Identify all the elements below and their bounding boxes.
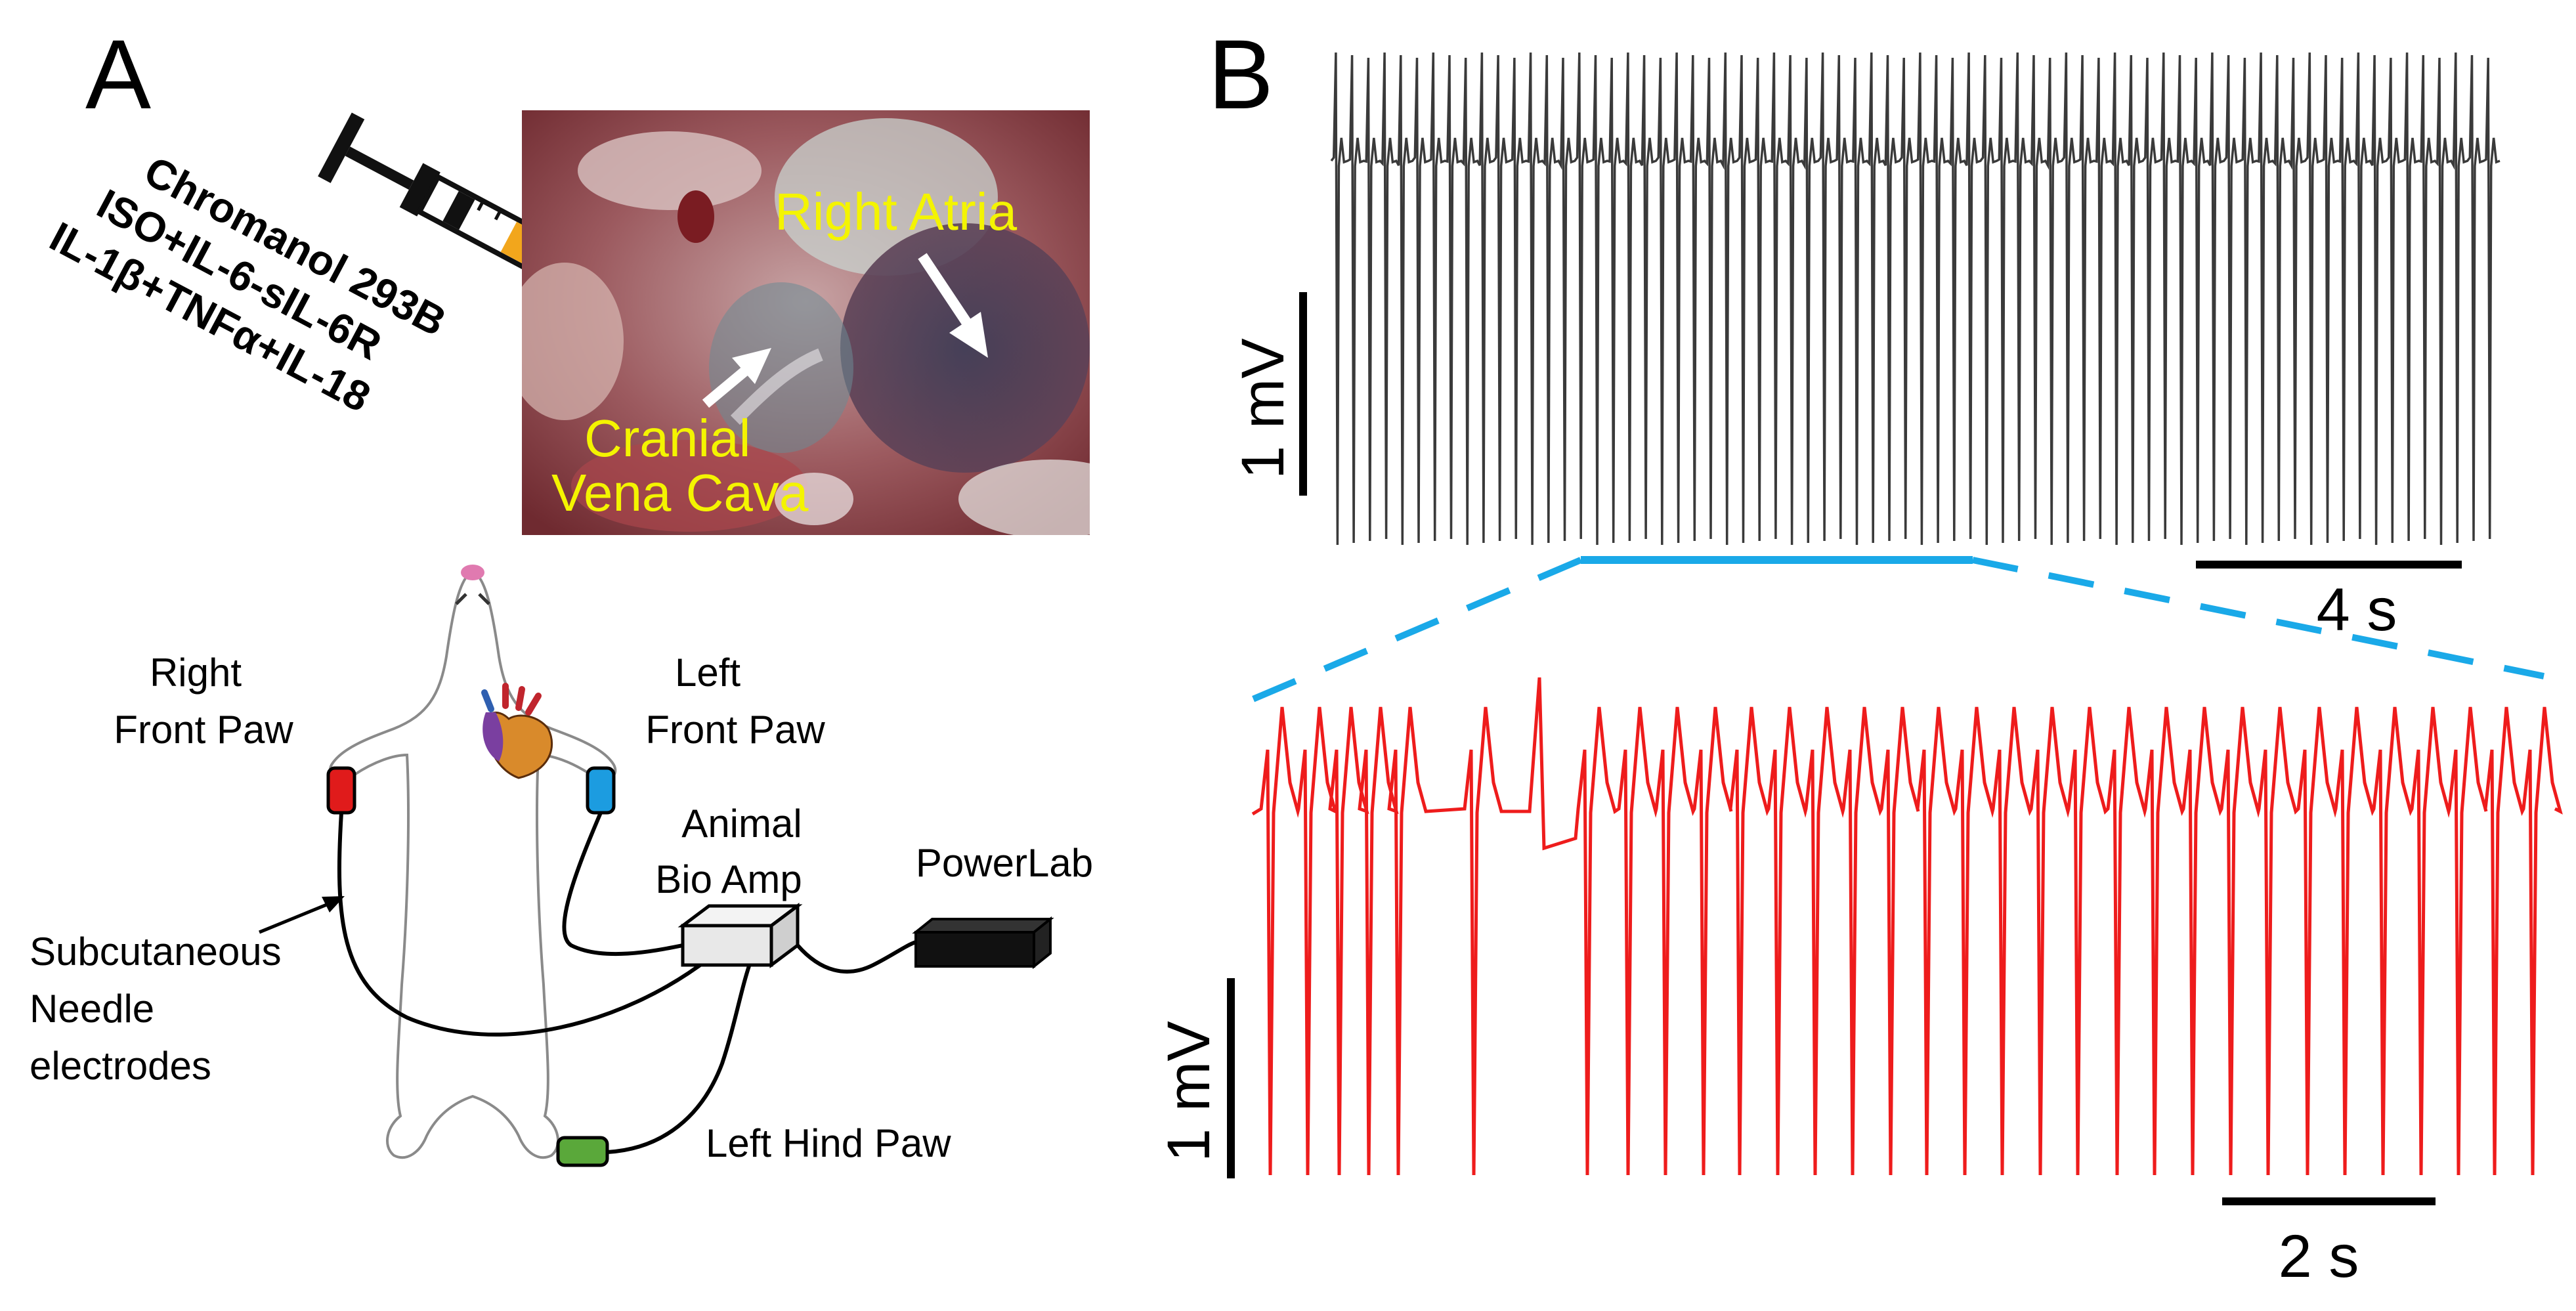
cranial-label: Cranial bbox=[584, 409, 750, 467]
right-front-electrode bbox=[326, 766, 356, 815]
hind-electrode bbox=[556, 1136, 609, 1167]
left-front-electrode bbox=[586, 766, 616, 815]
left-front-paw-label-2: Front Paw bbox=[645, 708, 825, 752]
ecg-trace-zoomed bbox=[1251, 677, 2563, 1176]
time-scale-label-top: 4 s bbox=[2317, 576, 2397, 643]
surgery-photo bbox=[522, 110, 1090, 535]
panel-a-letter: A bbox=[85, 19, 151, 129]
needle-label-2: Needle bbox=[30, 987, 154, 1031]
pointer-arrow-icon bbox=[259, 896, 345, 934]
vena-cava-label: Vena Cava bbox=[551, 463, 809, 522]
bio-amp-label-1: Animal bbox=[681, 802, 802, 846]
needle-label-1: Subcutaneous bbox=[30, 930, 282, 974]
right-front-paw-label-1: Right bbox=[150, 651, 242, 695]
left-front-paw-label-1: Left bbox=[675, 651, 741, 695]
mouse-nose bbox=[461, 565, 484, 580]
voltage-scale-label-top: 1 mV bbox=[1230, 338, 1297, 479]
voltage-scale-label-bottom: 1 mV bbox=[1155, 1021, 1222, 1162]
wire-powerlab bbox=[796, 940, 917, 974]
arrow-icon bbox=[918, 253, 988, 358]
wire-hind bbox=[607, 957, 754, 1154]
needle-label-3: electrodes bbox=[30, 1044, 211, 1088]
left-hind-paw-label: Left Hind Paw bbox=[706, 1121, 951, 1165]
zoom-bracket-right bbox=[1972, 557, 2544, 679]
panel-b-letter: B bbox=[1208, 19, 1274, 129]
bio-amp-label-2: Bio Amp bbox=[655, 857, 802, 901]
powerlab-label: PowerLab bbox=[916, 841, 1093, 885]
right-front-paw-label-2: Front Paw bbox=[114, 708, 293, 752]
arrow-icon bbox=[702, 348, 771, 408]
powerlab-box bbox=[912, 916, 1054, 970]
ecg-trace-overview bbox=[1330, 52, 2501, 546]
heart-icon bbox=[481, 683, 553, 779]
right-atria-label: Right Atria bbox=[775, 183, 1018, 241]
wire-right bbox=[337, 812, 710, 1037]
bio-amp-box bbox=[677, 903, 803, 968]
wire-left bbox=[562, 811, 683, 956]
zoom-bracket-left bbox=[1236, 557, 1582, 709]
time-scale-label-bottom: 2 s bbox=[2279, 1223, 2359, 1290]
mouse-outline bbox=[328, 569, 617, 1159]
